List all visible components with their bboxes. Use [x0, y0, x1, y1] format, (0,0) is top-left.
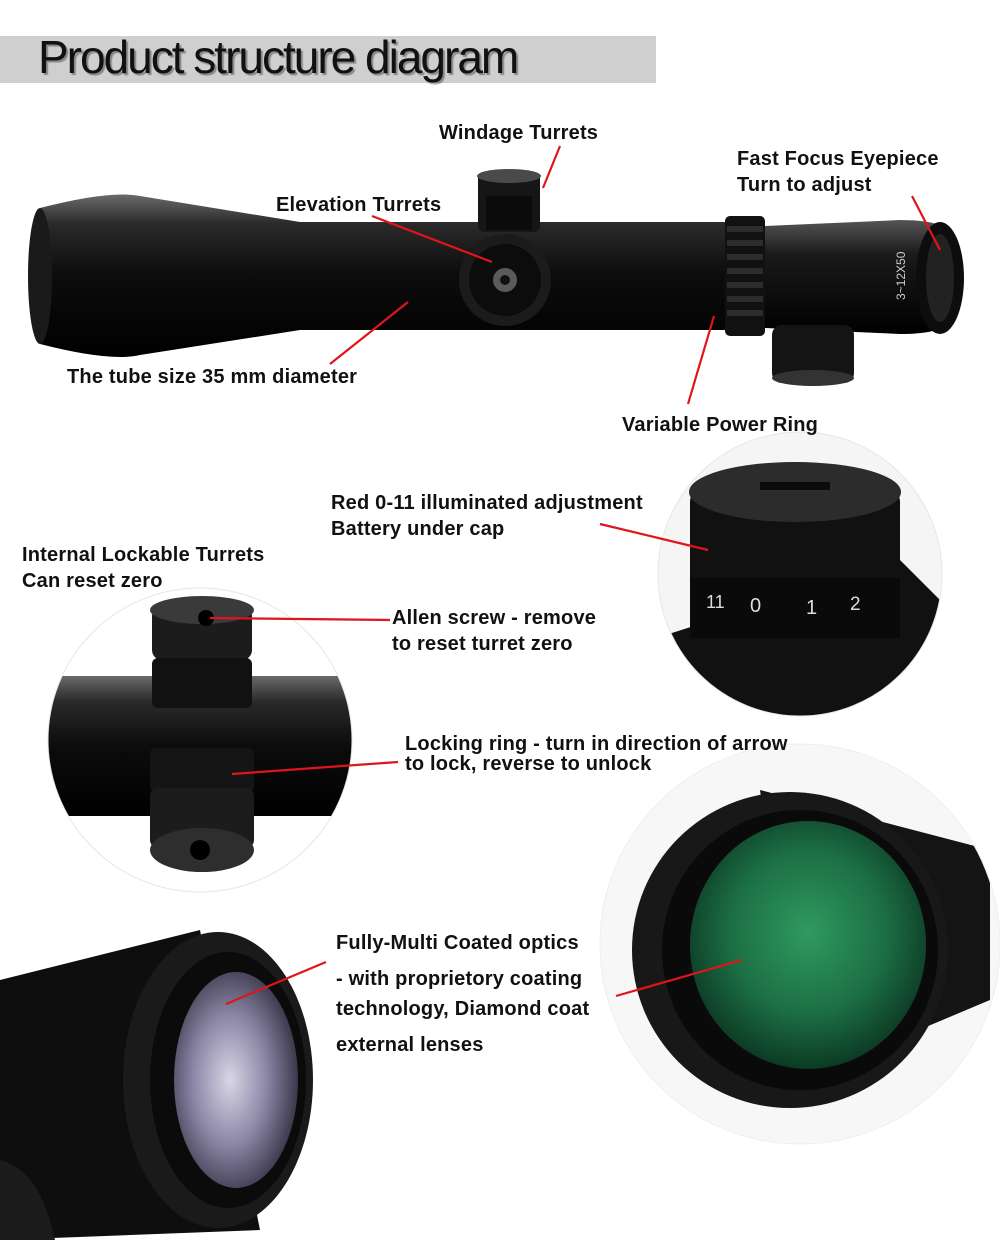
label-variable-power-ring: Variable Power Ring — [622, 414, 819, 436]
dial-mark-0: 0 — [750, 595, 761, 617]
pointer-tube — [329, 301, 409, 365]
scope-model-marking: 3~12X50 — [894, 251, 908, 300]
label-fast-focus-eyepiece: Fast Focus Eyepiece — [737, 148, 939, 170]
label-turn-to-adjust: Turn to adjust — [737, 174, 872, 196]
illumination-knob-photo: 11 0 1 2 — [657, 431, 943, 717]
label-windage-turrets: Windage Turrets — [439, 122, 599, 144]
pointer-lines — [209, 145, 941, 1006]
pointer-focus — [911, 195, 941, 251]
pointer-elevation — [371, 214, 493, 264]
page-title: Product structure diagram — [38, 31, 519, 83]
clear-lens-photo — [0, 930, 313, 1240]
header-bar — [0, 36, 656, 83]
label-can-reset-zero: Can reset zero — [22, 570, 163, 592]
label-elevation-turrets: Elevation Turrets — [276, 194, 442, 216]
label-diamond-coat: technology, Diamond coat — [336, 998, 590, 1020]
main-scope: 3~12X50 — [28, 169, 964, 386]
lockable-turrets-photo — [47, 587, 353, 893]
label-tube-size: The tube size 35 mm diameter — [67, 366, 358, 388]
dial-mark-11: 11 — [706, 592, 725, 612]
label-lock-unlock: to lock, reverse to unlock — [405, 753, 652, 775]
label-internal-lockable-turrets: Internal Lockable Turrets — [22, 544, 265, 566]
green-lens-photo — [599, 743, 1000, 1145]
label-locking-ring: Locking ring - turn in direction of arro… — [405, 733, 788, 755]
label-battery-under-cap: Battery under cap — [331, 518, 505, 540]
label-illuminated-adjustment: Red 0-11 illuminated adjustment — [331, 492, 643, 514]
label-proprietory-coating: - with proprietory coating — [336, 968, 583, 990]
dial-mark-1: 1 — [806, 597, 817, 619]
pointer-illumination — [599, 522, 709, 552]
label-fully-multi-coated: Fully-Multi Coated optics — [336, 932, 579, 954]
pointer-clear-lens — [225, 960, 327, 1006]
label-reset-turret-zero: to reset turret zero — [392, 633, 573, 655]
pointer-windage — [541, 145, 562, 189]
pointer-locking-ring — [231, 760, 399, 776]
dial-mark-2: 2 — [850, 594, 861, 615]
pointer-power-ring — [686, 315, 716, 405]
label-allen-screw: Allen screw - remove — [392, 607, 597, 629]
pointer-allen-screw — [209, 616, 391, 622]
pointer-green-lens — [615, 958, 743, 998]
label-external-lenses: external lenses — [336, 1034, 484, 1056]
